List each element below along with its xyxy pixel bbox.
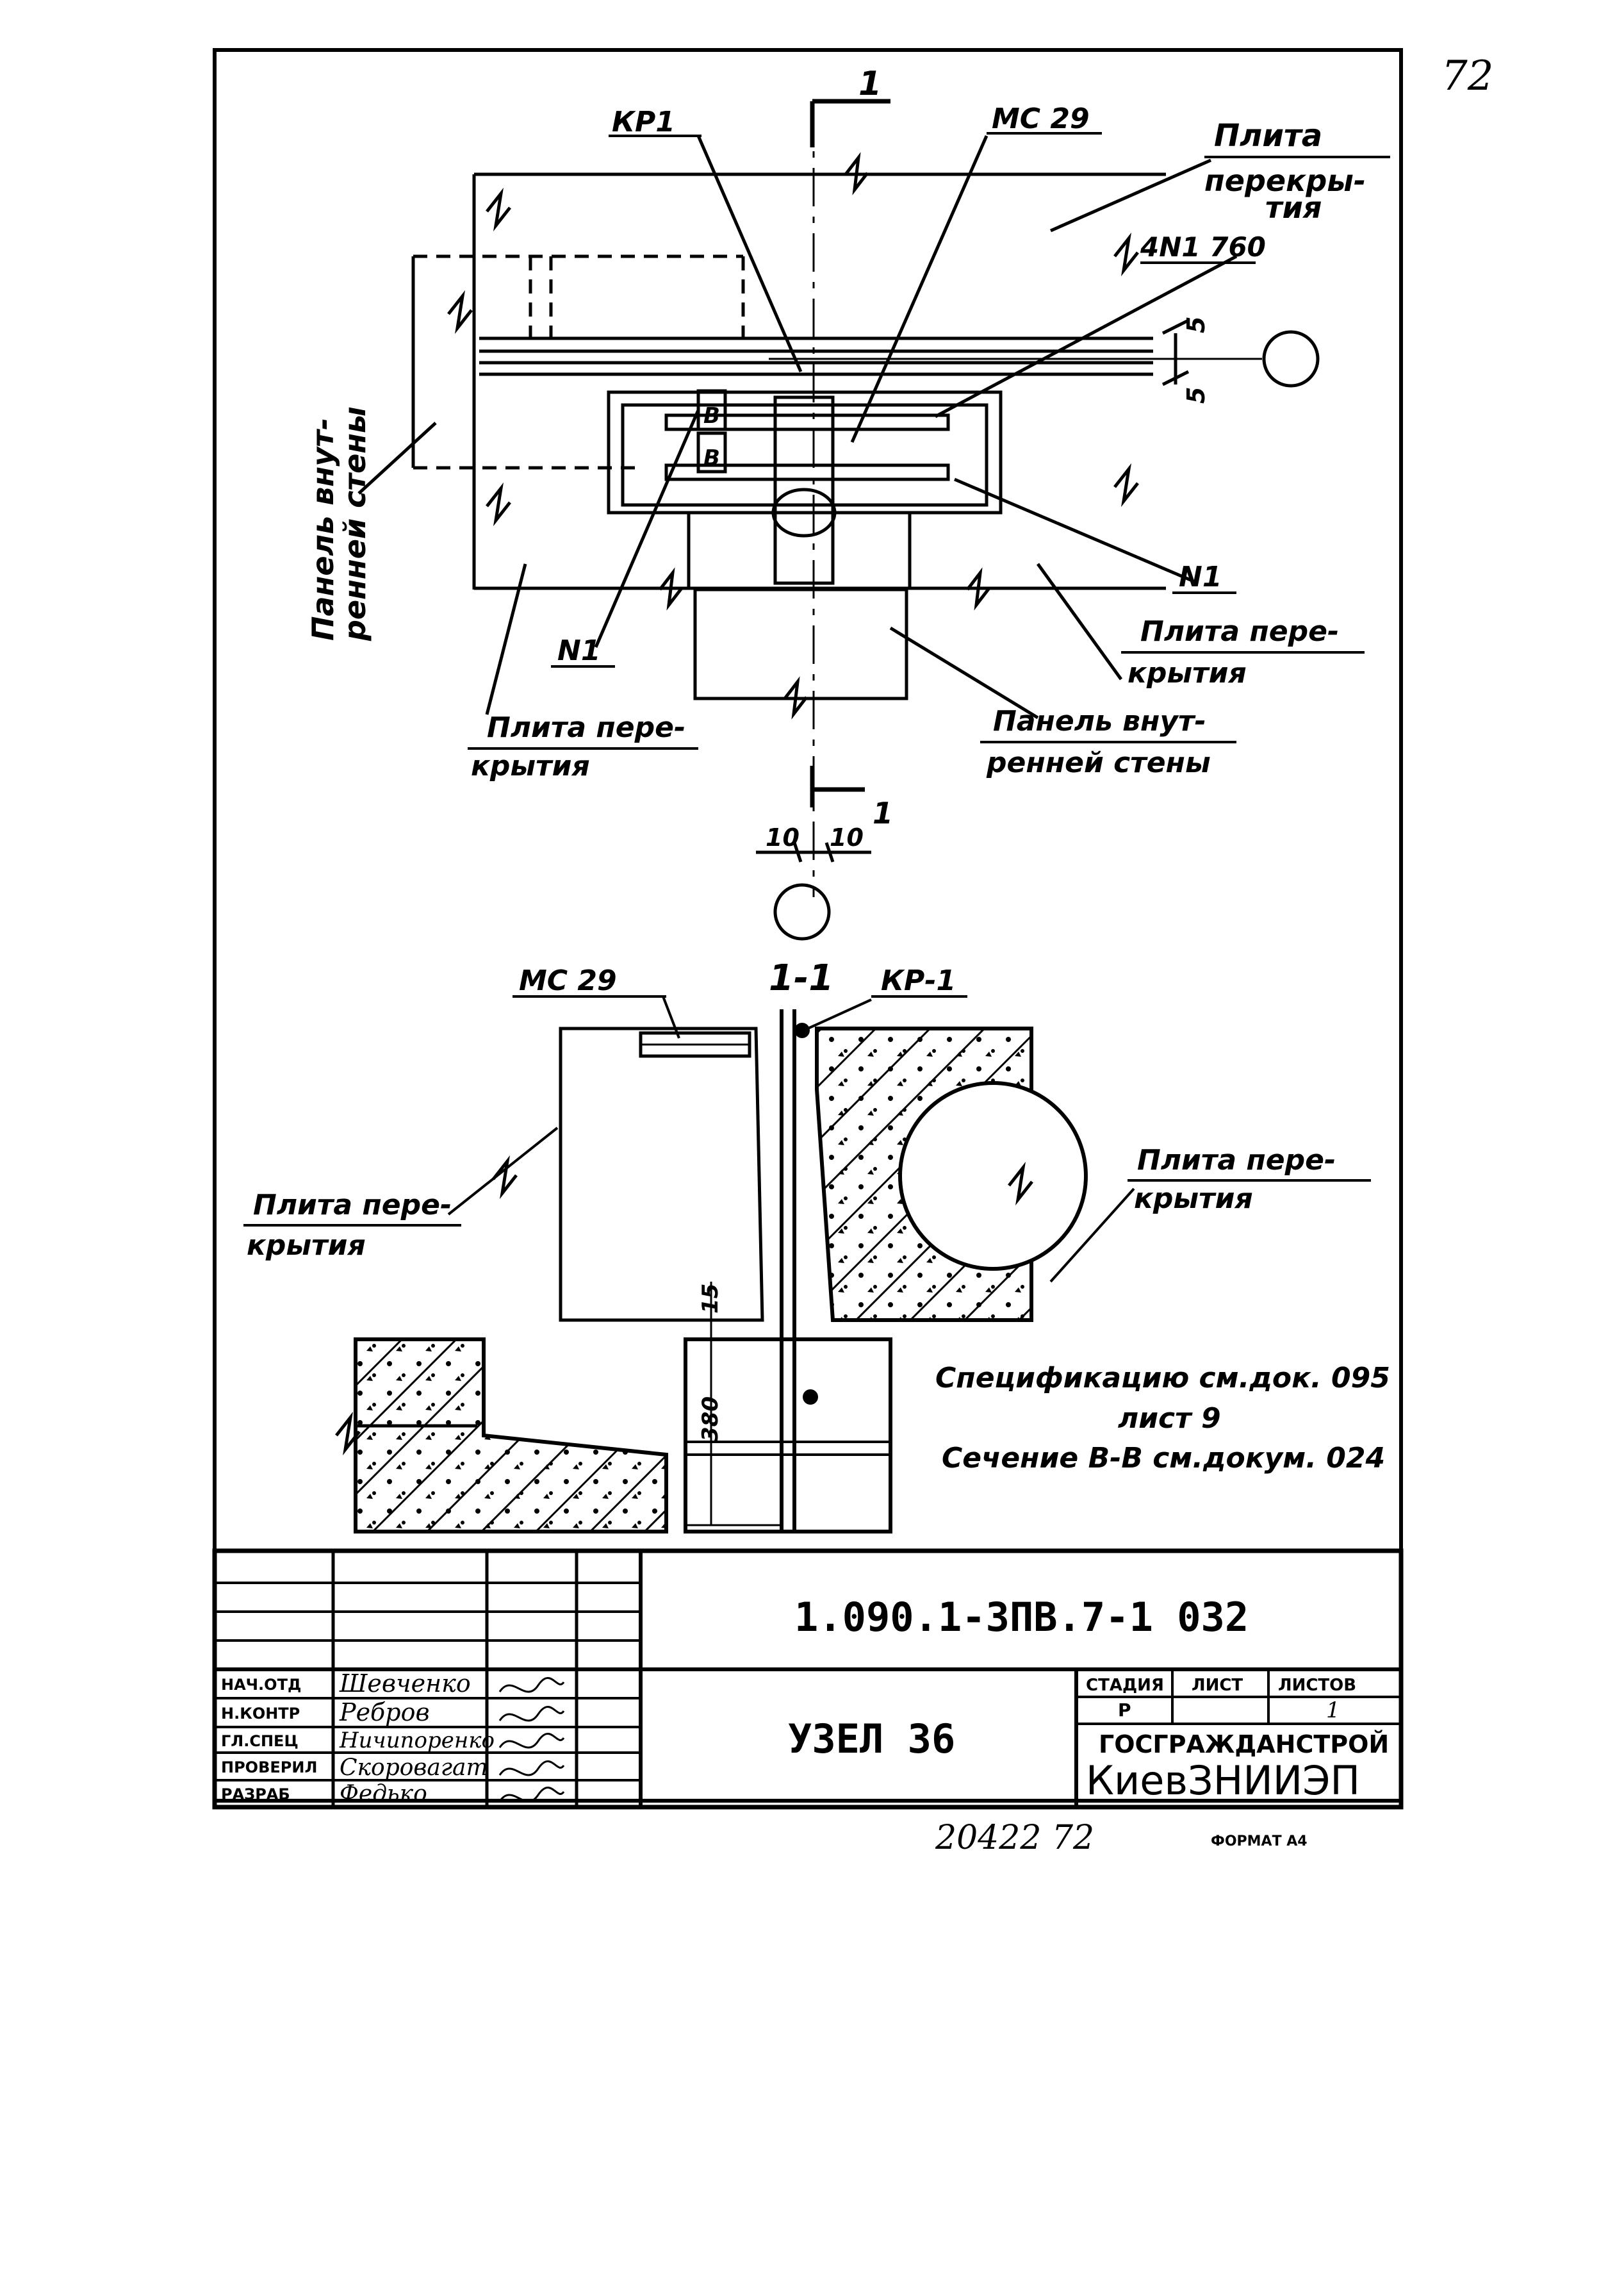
svg-text:ренней стены: ренней стены	[986, 747, 1211, 779]
svg-text:НАЧ.ОТД: НАЧ.ОТД	[221, 1676, 301, 1694]
svg-text:Панель внут-: Панель внут-	[306, 418, 340, 641]
label-section-mark-bottom: 1	[873, 796, 893, 831]
label-dim-10-left: 10	[766, 823, 800, 852]
label-slab-left: Плита пере- крытия	[468, 711, 698, 782]
section-label-kr1: КР-1	[881, 964, 956, 997]
section-label-mc29: МС 29	[519, 964, 617, 997]
svg-text:Плита пере-: Плита пере-	[1140, 615, 1339, 648]
org-bottom: КиевЗНИИЭП	[1086, 1757, 1360, 1804]
label-b-lower: B	[703, 445, 720, 471]
section-dim-15: 15	[698, 1284, 723, 1314]
svg-text:Плита: Плита	[1214, 118, 1322, 154]
label-wall-bottom: Панель внут- ренней стены	[980, 705, 1236, 779]
svg-text:Скоровагат: Скоровагат	[340, 1755, 488, 1781]
sheets-value: 1	[1326, 1698, 1340, 1723]
svg-text:РАЗРАБ: РАЗРАБ	[221, 1785, 290, 1803]
title-block	[212, 1548, 1404, 1810]
note-sheet: лист 9	[1118, 1402, 1221, 1435]
role-row: РАЗРАБ Федько	[221, 1781, 565, 1807]
label-b-upper: B	[703, 403, 720, 429]
role-row: ПРОВЕРИЛ Скоровагат	[221, 1755, 565, 1781]
footer-format: ФОРМАТ А4	[1211, 1833, 1308, 1849]
axis-marker-right	[1262, 330, 1320, 388]
header-sheet: ЛИСТ	[1192, 1676, 1243, 1695]
section-label-slab-left: Плита пере- крытия	[243, 1189, 461, 1262]
label-slab-right: Плита пере- крытия	[1121, 615, 1365, 690]
footer-inventory: 20422 72	[935, 1819, 1094, 1857]
svg-text:Плита пере-: Плита пере-	[487, 711, 685, 744]
note-specification: Спецификацию см.док. 095	[935, 1362, 1390, 1394]
axis-marker-bottom	[773, 883, 831, 941]
role-row: Н.КОНТР Ребров	[221, 1698, 565, 1726]
label-kr1: КР1	[612, 106, 675, 138]
svg-text:крытия: крытия	[247, 1229, 366, 1262]
section-view	[335, 996, 1135, 1533]
svg-text:ренней стены: ренней стены	[338, 406, 372, 641]
label-section-mark-top: 1	[858, 65, 882, 103]
header-stage: СТАДИЯ	[1086, 1676, 1164, 1695]
label-slab-top-right: Плита перекры- тия	[1204, 118, 1390, 225]
svg-text:крытия: крытия	[1128, 657, 1247, 690]
label-weld: 4N1 760	[1140, 231, 1266, 263]
svg-text:Ничипоренко: Ничипоренко	[339, 1728, 495, 1753]
section-title: 1-1	[769, 957, 833, 999]
label-mc29: МС 29	[992, 103, 1090, 135]
plan-view	[357, 99, 1262, 897]
svg-text:ГЛ.СПЕЦ: ГЛ.СПЕЦ	[221, 1732, 299, 1750]
svg-text:Панель внут-: Панель внут-	[993, 705, 1206, 738]
svg-text:крытия: крытия	[1134, 1182, 1253, 1215]
drawing-frame	[213, 48, 1403, 1803]
page-number: 72	[1441, 53, 1493, 100]
label-wall-left: Панель внут- ренней стены	[306, 406, 372, 641]
role-row: НАЧ.ОТД Шевченко	[221, 1669, 565, 1698]
svg-text:тия: тия	[1265, 190, 1322, 225]
svg-text:ПРОВЕРИЛ: ПРОВЕРИЛ	[221, 1758, 317, 1776]
section-dim-380: 380	[698, 1396, 723, 1442]
label-dim-5-bottom: 5	[1182, 387, 1210, 404]
label-n1-right: N1	[1179, 561, 1222, 593]
org-top: ГОСГРАЖДАНСТРОЙ	[1099, 1730, 1389, 1758]
svg-text:перекры-: перекры-	[1204, 163, 1366, 198]
svg-text:Ребров: Ребров	[339, 1698, 430, 1726]
svg-text:Федько: Федько	[340, 1781, 427, 1807]
label-dim-5-top: 5	[1182, 317, 1210, 333]
section-label-slab-right: Плита пере- крытия	[1128, 1144, 1371, 1215]
label-n1-left: N1	[557, 634, 600, 667]
stage-value: Р	[1118, 1699, 1131, 1721]
svg-text:Плита пере-: Плита пере-	[253, 1189, 452, 1221]
header-sheets: ЛИСТОВ	[1278, 1676, 1356, 1695]
note-section: Сечение В-В см.докум. 024	[942, 1442, 1385, 1475]
svg-text:Н.КОНТР: Н.КОНТР	[221, 1705, 300, 1723]
role-row: ГЛ.СПЕЦ Ничипоренко	[221, 1728, 565, 1753]
label-dim-10-right: 10	[830, 823, 864, 852]
svg-text:крытия: крытия	[471, 750, 590, 782]
document-code: 1.090.1-3ПВ.7-1 032	[794, 1594, 1249, 1641]
drawing-title: УЗЕЛ 36	[788, 1715, 955, 1762]
svg-text:Плита пере-: Плита пере-	[1137, 1144, 1336, 1177]
svg-text:Шевченко: Шевченко	[339, 1669, 471, 1698]
